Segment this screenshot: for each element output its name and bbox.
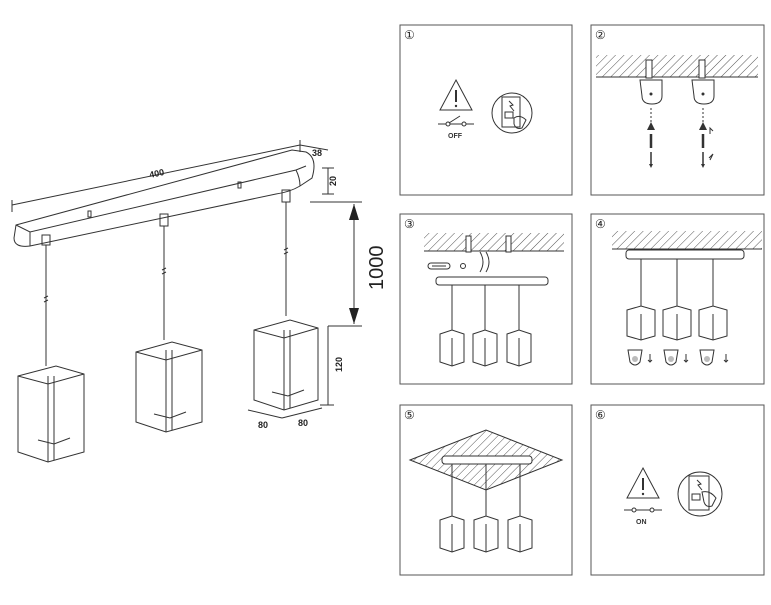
step-panel-4: ④ xyxy=(590,213,765,385)
pendant-1 xyxy=(17,234,85,463)
switch-off-icon: OFF xyxy=(438,115,474,140)
mounting-bracket-right xyxy=(691,59,715,168)
step-2-number: ② xyxy=(595,28,606,42)
circuit-breaker-icon xyxy=(491,92,533,134)
step-panel-6: ⑥ ON xyxy=(590,404,765,576)
canopy-bar xyxy=(625,249,745,260)
step-panel-5: ⑤ xyxy=(399,404,573,576)
dim-length: 400 xyxy=(11,140,301,212)
dim-shade-height: 120 xyxy=(320,326,344,406)
dim-bar-height: 20 xyxy=(322,167,338,195)
ceiling xyxy=(424,233,564,251)
step-5-number: ⑤ xyxy=(404,408,415,422)
pendant-2 xyxy=(135,213,203,433)
dim-shade-w1-label: 80 xyxy=(258,420,268,430)
switch-on-icon: ON xyxy=(624,507,662,526)
step-panel-2: ② xyxy=(590,24,765,196)
pendant-3 xyxy=(253,189,319,411)
pendants-step-5 xyxy=(439,464,533,553)
dim-width: 38 xyxy=(299,144,329,158)
dim-drop-label: 1000 xyxy=(366,246,388,291)
step-6-label: ON xyxy=(636,519,647,526)
pendants-step-3 xyxy=(439,285,532,367)
circuit-breaker-icon xyxy=(677,471,723,517)
step-1-label: OFF xyxy=(448,133,463,140)
step-1-number: ① xyxy=(404,28,415,42)
step-6-number: ⑥ xyxy=(595,408,606,422)
dim-width-label: 38 xyxy=(312,148,322,158)
warning-triangle-icon xyxy=(439,78,473,111)
dim-drop: 1000 xyxy=(310,201,388,327)
mounting-bracket-left xyxy=(639,59,663,168)
dim-shade-w2-label: 80 xyxy=(298,418,308,428)
warning-triangle-icon xyxy=(626,466,660,499)
step-3-number: ③ xyxy=(404,217,415,231)
fixture-drawing: 400 38 20 1000 120 xyxy=(11,140,388,463)
ceiling xyxy=(596,55,758,77)
dim-bar-height-label: 20 xyxy=(328,176,338,186)
step-4-number: ④ xyxy=(595,217,606,231)
dim-shade-width: 80 80 xyxy=(247,407,323,430)
pendants-step-4 xyxy=(626,259,728,341)
canopy-bar xyxy=(441,455,533,465)
bulb-icons xyxy=(627,349,729,366)
dim-length-label: 400 xyxy=(148,167,165,180)
wire-connector-icon xyxy=(427,262,466,270)
dim-shade-height-label: 120 xyxy=(334,357,344,372)
canopy-bar xyxy=(435,276,549,286)
step-panel-3: ③ xyxy=(399,213,573,385)
ceiling xyxy=(612,231,762,249)
step-panel-1: ① OFF xyxy=(399,24,573,196)
